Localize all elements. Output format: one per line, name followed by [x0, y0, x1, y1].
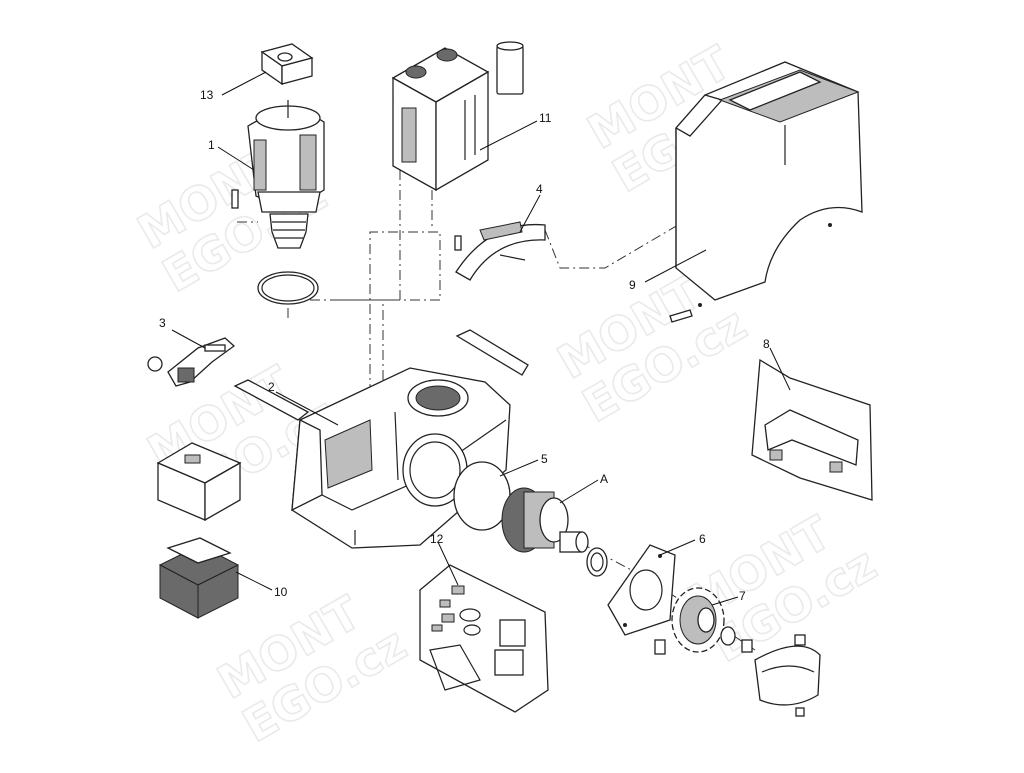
label-4: 4 [536, 182, 543, 196]
part-1-motor [217, 100, 325, 305]
part-13-cap [221, 43, 314, 96]
part-3-release-lever [147, 329, 236, 387]
part-9-cover [644, 61, 863, 323]
label-10: 10 [274, 585, 288, 599]
part-4-sector [454, 194, 546, 281]
part-transformer-box [156, 442, 242, 522]
label-2: 2 [268, 380, 275, 394]
watermark-left-bottom: MONT EGO.cz [208, 584, 416, 753]
callout-labels: 13 1 11 4 9 3 8 2 5 A 12 6 10 7 [159, 88, 770, 603]
part-8-detail-view [751, 347, 873, 501]
part-7-gear [654, 587, 753, 655]
part-bar-flat [233, 379, 310, 421]
part-A-shaft-assembly [501, 479, 599, 553]
label-7: 7 [739, 589, 746, 603]
label-11: 11 [539, 111, 552, 125]
part-bar-small [455, 329, 529, 376]
part-gear-cover [754, 634, 821, 717]
label-3: 3 [159, 316, 166, 330]
label-6: 6 [699, 532, 706, 546]
part-6-flange [607, 539, 696, 636]
label-9: 9 [629, 278, 636, 292]
label-13: 13 [200, 88, 214, 102]
label-1: 1 [208, 138, 215, 152]
label-A: A [600, 472, 608, 486]
label-8: 8 [763, 337, 770, 351]
label-12: 12 [430, 532, 444, 546]
part-12-detail-view [419, 541, 549, 713]
part-washer [586, 547, 608, 577]
part-10-transformer [158, 537, 273, 619]
part-11-control-unit [391, 41, 538, 192]
label-5: 5 [541, 452, 548, 466]
